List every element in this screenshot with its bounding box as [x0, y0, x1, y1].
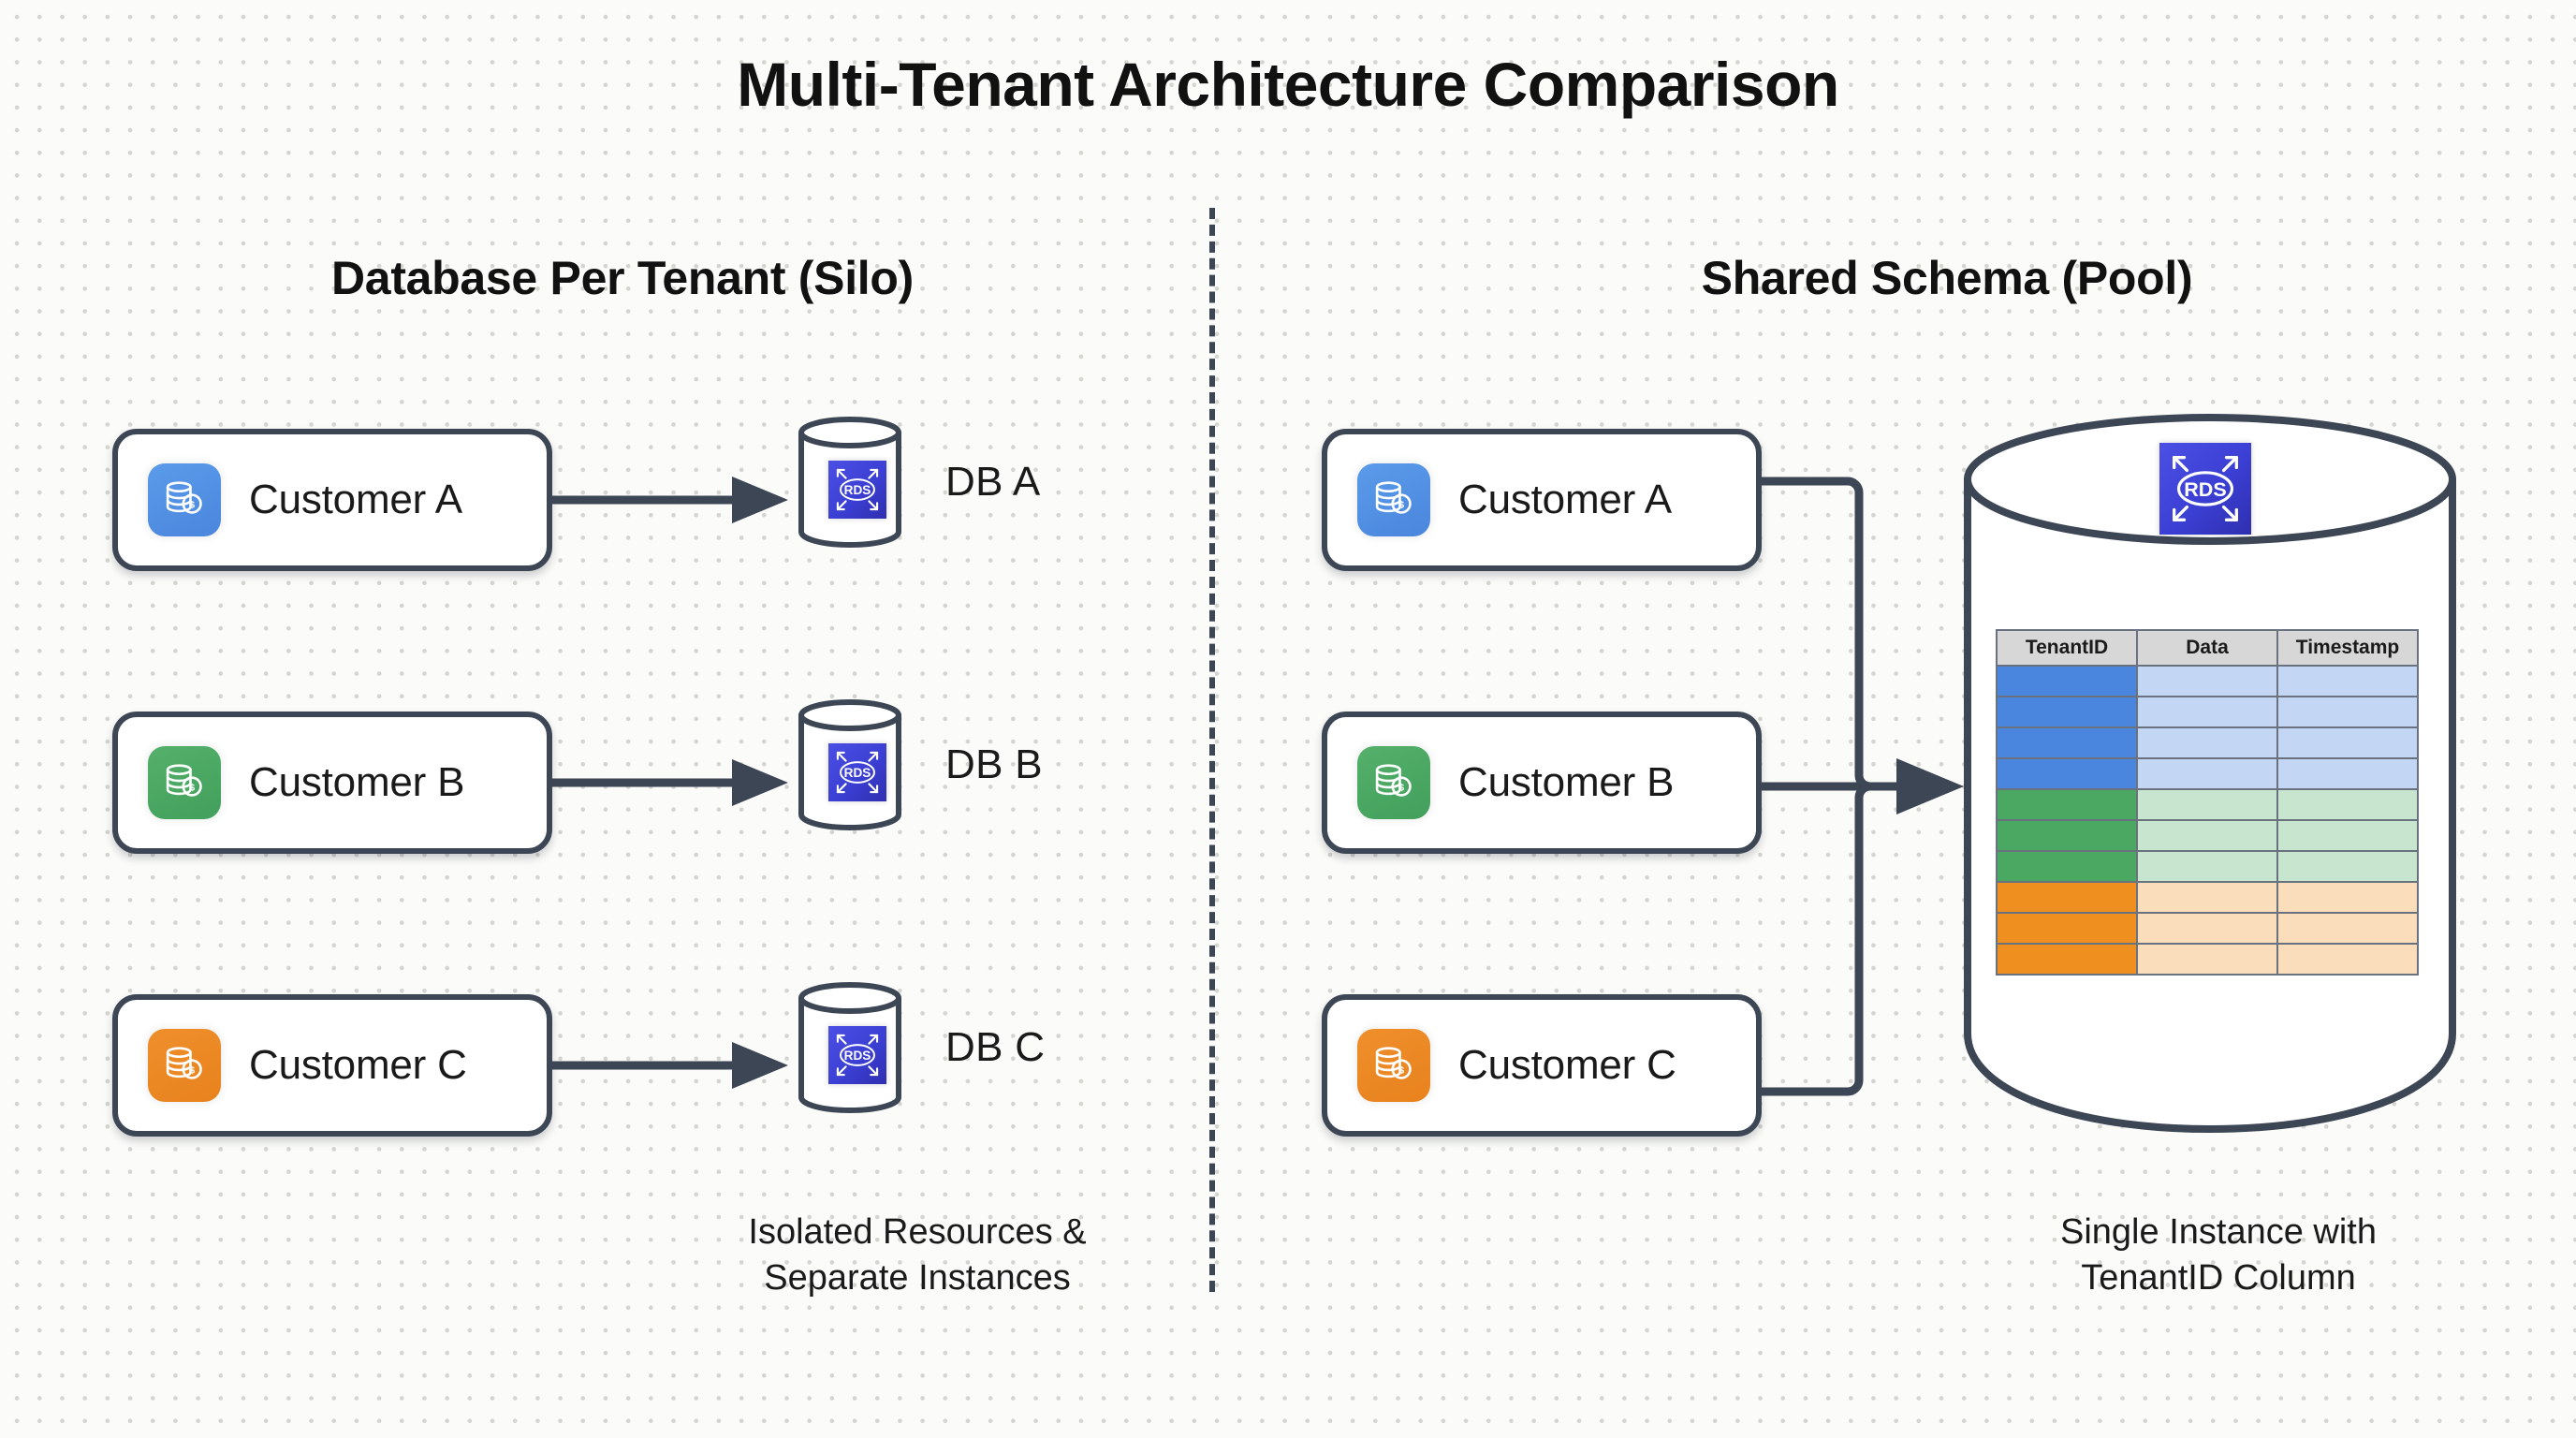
caption-pool-line1: Single Instance with	[2060, 1212, 2377, 1252]
customer-box-label: Customer B	[1458, 759, 1675, 805]
customer-box-label: Customer A	[249, 477, 462, 522]
table-row	[1996, 943, 2419, 976]
page-title: Multi-Tenant Architecture Comparison	[737, 50, 1839, 119]
cell-tenantid	[1996, 726, 2138, 759]
customer-box-label: Customer C	[249, 1042, 467, 1088]
svg-text:RDS: RDS	[2184, 477, 2227, 501]
database-instance-b[interactable]: RDS DB B	[794, 695, 1043, 835]
database-instance-a[interactable]: RDS DB A	[794, 412, 1040, 552]
cell-tenantid	[1996, 912, 2138, 945]
cell-tenantid	[1996, 757, 2138, 790]
cell-data	[2136, 665, 2278, 697]
customer-box-b-pool[interactable]: $ Customer B	[1322, 712, 1762, 854]
table-row	[1996, 665, 2419, 697]
svg-text:$: $	[1398, 1065, 1404, 1077]
section-heading-silo: Database Per Tenant (Silo)	[331, 252, 914, 304]
table-row	[1996, 912, 2419, 945]
caption-pool-line2: TenantID Column	[2081, 1257, 2356, 1298]
cell-timestamp	[2276, 850, 2419, 883]
column-header-timestamp: Timestamp	[2276, 629, 2419, 667]
cell-timestamp	[2276, 912, 2419, 945]
customer-box-label: Customer C	[1458, 1042, 1676, 1088]
customer-box-c-silo[interactable]: $ Customer C	[112, 994, 552, 1137]
database-coin-icon: $	[1357, 1029, 1430, 1102]
cell-timestamp	[2276, 819, 2419, 852]
cell-data	[2136, 881, 2278, 914]
svg-text:RDS: RDS	[844, 766, 871, 780]
pool-connector-arrow-right-icon	[1756, 477, 1964, 1096]
cell-data	[2136, 943, 2278, 976]
cell-timestamp	[2276, 726, 2419, 759]
svg-text:$: $	[189, 500, 195, 511]
cell-timestamp	[2276, 943, 2419, 976]
table-row	[1996, 696, 2419, 728]
tenant-data-table: TenantID Data Timestamp	[1996, 629, 2419, 976]
svg-text:$: $	[189, 783, 195, 794]
cell-tenantid	[1996, 819, 2138, 852]
customer-box-label: Customer A	[1458, 477, 1672, 522]
database-coin-icon: $	[148, 1029, 221, 1102]
arrow-right-icon	[552, 1042, 788, 1089]
aws-rds-icon: RDS	[2159, 443, 2251, 535]
arrow-right-icon	[552, 759, 788, 806]
cell-data	[2136, 788, 2278, 821]
customer-box-a-silo[interactable]: $ Customer A	[112, 429, 552, 571]
cell-data	[2136, 819, 2278, 852]
cell-data	[2136, 696, 2278, 728]
caption-silo-line2: Separate Instances	[764, 1257, 1071, 1298]
cell-tenantid	[1996, 788, 2138, 821]
table-row	[1996, 726, 2419, 759]
svg-text:$: $	[189, 1065, 195, 1077]
cell-tenantid	[1996, 665, 2138, 697]
svg-text:$: $	[1398, 783, 1404, 794]
cell-timestamp	[2276, 757, 2419, 790]
customer-box-b-silo[interactable]: $ Customer B	[112, 712, 552, 854]
cell-data	[2136, 757, 2278, 790]
cell-timestamp	[2276, 881, 2419, 914]
cell-tenantid	[1996, 696, 2138, 728]
customer-box-c-pool[interactable]: $ Customer C	[1322, 994, 1762, 1137]
cell-data	[2136, 726, 2278, 759]
caption-silo: Isolated Resources & Separate Instances	[449, 1210, 1385, 1300]
table-row	[1996, 819, 2419, 852]
cell-tenantid	[1996, 850, 2138, 883]
cell-data	[2136, 912, 2278, 945]
table-row	[1996, 850, 2419, 883]
cell-tenantid	[1996, 943, 2138, 976]
svg-text:RDS: RDS	[844, 1049, 871, 1063]
cell-data	[2136, 850, 2278, 883]
table-body	[1996, 665, 2419, 976]
database-coin-icon: $	[1357, 746, 1430, 819]
table-row	[1996, 788, 2419, 821]
customer-box-a-pool[interactable]: $ Customer A	[1322, 429, 1762, 571]
table-header-row: TenantID Data Timestamp	[1996, 629, 2419, 667]
database-coin-icon: $	[1357, 463, 1430, 536]
database-coin-icon: $	[148, 746, 221, 819]
aws-rds-icon: RDS	[828, 743, 886, 801]
svg-text:$: $	[1398, 500, 1404, 511]
arrow-right-icon	[552, 477, 788, 523]
column-header-tenantid: TenantID	[1996, 629, 2138, 667]
cell-timestamp	[2276, 696, 2419, 728]
caption-silo-line1: Isolated Resources &	[748, 1212, 1087, 1252]
cell-timestamp	[2276, 788, 2419, 821]
aws-rds-icon: RDS	[828, 461, 886, 519]
database-label: DB B	[945, 741, 1043, 787]
caption-pool: Single Instance with TenantID Column	[1750, 1210, 2576, 1300]
database-instance-c[interactable]: RDS DB C	[794, 977, 1045, 1118]
table-row	[1996, 757, 2419, 790]
database-coin-icon: $	[148, 463, 221, 536]
customer-box-label: Customer B	[249, 759, 465, 805]
aws-rds-icon: RDS	[828, 1026, 886, 1084]
database-label: DB A	[945, 459, 1041, 505]
svg-text:RDS: RDS	[844, 483, 871, 497]
cell-timestamp	[2276, 665, 2419, 697]
cell-tenantid	[1996, 881, 2138, 914]
database-label: DB C	[945, 1024, 1046, 1070]
section-heading-pool: Shared Schema (Pool)	[1701, 252, 2193, 304]
panel-divider	[1209, 208, 1215, 1292]
table-row	[1996, 881, 2419, 914]
column-header-data: Data	[2136, 629, 2278, 667]
